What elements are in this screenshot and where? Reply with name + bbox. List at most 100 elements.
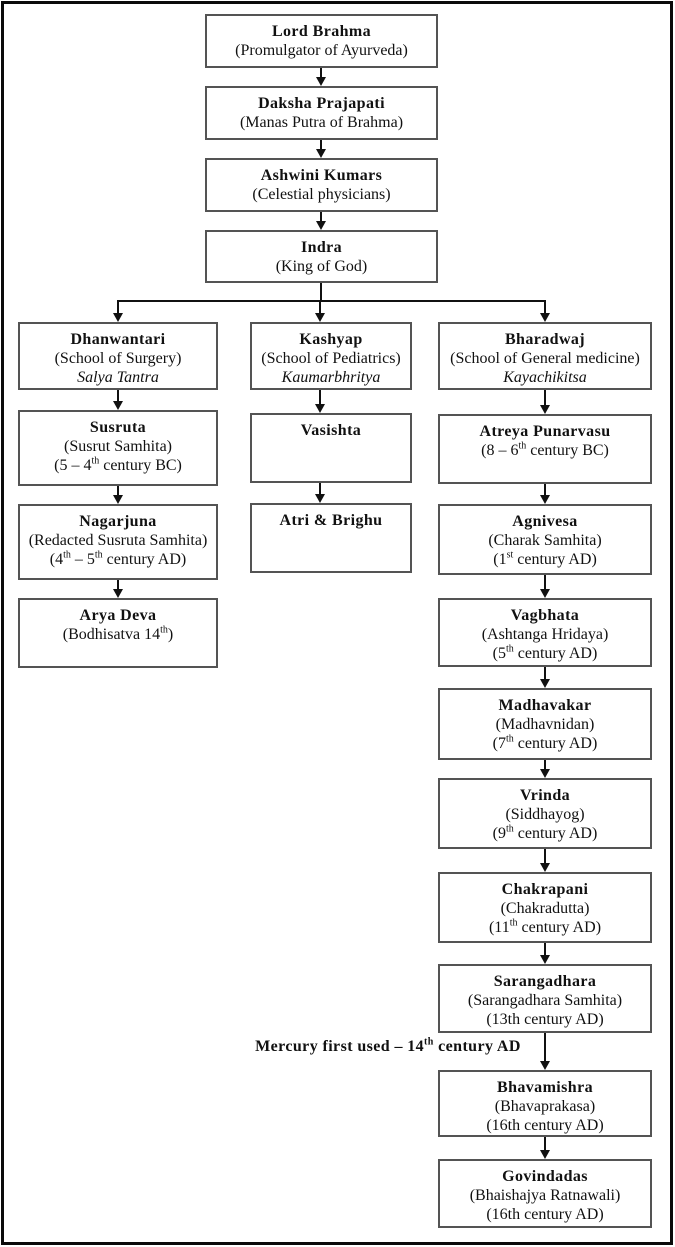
node-vrinda: Vrinda (Siddhayog)(9th century AD) <box>438 778 652 849</box>
node-text-line: Atreya Punarvasu <box>479 423 611 440</box>
arrow-down-icon <box>540 849 550 872</box>
node-text-line: Chakrapani <box>501 881 589 898</box>
node-text-line: (Madhavnidan) <box>495 716 595 733</box>
arrow-down-icon <box>540 760 550 778</box>
node-govindadas: Govindadas (Bhaishajya Ratnawali) (16th ce… <box>438 1159 652 1228</box>
arrow-stem <box>544 760 546 770</box>
node-text-line: Salya Tantra <box>77 369 159 386</box>
node-sarangadhara: Sarangadhara(Sarangadhara Samhita)(13th … <box>438 964 652 1033</box>
arrow-down-icon <box>540 1137 550 1159</box>
node-vagbhata: Vagbhata(Ashtanga Hridaya)(5th century A… <box>438 598 652 667</box>
node-text-line: (Siddhayog) <box>505 806 585 823</box>
arrow-down-icon <box>540 667 550 688</box>
node-text-line: (9th century AD) <box>492 823 598 842</box>
arrow-down-icon <box>316 140 326 158</box>
node-text-line: (School of General medicine) <box>450 350 640 367</box>
node-text-line: (16th century AD) <box>486 1206 604 1223</box>
node-text-line: Daksha Prajapati <box>258 95 385 112</box>
node-text-line: (5th century AD) <box>492 643 598 662</box>
node-bhavamishra: Bhavamishra (Bhavaprakasa) (16th century A… <box>438 1070 652 1137</box>
arrow-stem <box>117 580 119 590</box>
arrow-stem <box>544 1137 546 1151</box>
arrow-stem <box>544 667 546 680</box>
node-text-line: Sarangadhara <box>493 973 597 990</box>
arrow-down-icon <box>540 1033 550 1070</box>
node-text-line: (School of Pediatrics) <box>261 350 401 367</box>
node-dhanwantari: Dhanwantari(School of Surgery)Salya Tant… <box>18 322 218 390</box>
arrow-down-icon <box>315 390 325 413</box>
arrow-stem <box>117 302 119 314</box>
arrow-down-icon <box>540 302 550 322</box>
node-atreya-punarvasu: Atreya Punarvasu(8 – 6th century BC) <box>438 414 652 484</box>
arrow-head <box>540 679 550 688</box>
node-text-line: Bharadwaj <box>504 331 586 348</box>
arrow-head <box>113 313 123 322</box>
node-susruta: Susruta(Susrut Samhita)(5 – 4th century … <box>18 410 218 486</box>
arrow-head <box>315 313 325 322</box>
node-text-line: (4th – 5th century AD) <box>49 549 187 568</box>
node-text-line: (Bhavaprakasa) <box>494 1098 596 1115</box>
arrow-down-icon <box>540 390 550 414</box>
arrow-down-icon <box>315 483 325 503</box>
node-text-line: Kashyap <box>299 331 363 348</box>
node-text-line: Govindadas <box>502 1168 588 1185</box>
node-indra: Indra(King of God) <box>205 230 438 283</box>
arrow-down-icon <box>113 486 123 504</box>
node-text-line: (Charak Samhita) <box>488 532 602 549</box>
node-ashwini-kumars: Ashwini Kumars(Celestial physicians) <box>205 158 438 212</box>
arrow-stem <box>544 943 546 956</box>
node-text-line: Bhavamishra <box>497 1079 593 1096</box>
arrow-head <box>113 495 123 504</box>
node-text-line: (1st century AD) <box>493 549 597 568</box>
arrow-head <box>113 401 123 410</box>
arrow-stem <box>319 302 321 314</box>
node-text-line: (16th century AD) <box>486 1117 604 1134</box>
arrow-down-icon <box>113 580 123 598</box>
node-text-line: Atri & Brighu <box>279 512 383 529</box>
arrow-down-icon <box>540 943 550 964</box>
node-text-line: Kayachikitsa <box>503 369 587 386</box>
branch-horizontal-line <box>117 300 546 302</box>
node-text-line: (Bodhisatva 14th) <box>62 624 174 643</box>
node-nagarjuna: Nagarjuna (Redacted Susruta Samhita)(4th … <box>18 504 218 580</box>
node-text-line: (Promulgator of Ayurveda) <box>235 42 408 59</box>
arrow-stem <box>544 302 546 314</box>
arrow-down-icon <box>540 575 550 598</box>
node-text-line: Vasishta <box>300 422 362 439</box>
arrow-head <box>540 405 550 414</box>
arrow-down-icon <box>315 302 325 322</box>
arrow-head <box>540 313 550 322</box>
node-text-line: (5 – 4th century BC) <box>54 455 182 474</box>
arrow-stem <box>319 483 321 495</box>
node-text-line: Mercury first used – 14th century AD <box>255 1036 521 1055</box>
node-text-line: (King of God) <box>275 258 368 275</box>
node-text-line: Nagarjuna <box>79 513 157 530</box>
arrow-down-icon <box>113 302 123 322</box>
node-text-line: (Ashtanga Hridaya) <box>481 626 609 643</box>
arrow-head <box>540 769 550 778</box>
node-text-line: (8 – 6th century BC) <box>481 440 609 459</box>
node-text-line: Vrinda <box>519 787 571 804</box>
arrow-stem <box>544 390 546 406</box>
arrow-stem <box>320 68 322 78</box>
arrow-head <box>540 1061 550 1070</box>
arrow-stem <box>117 390 119 402</box>
node-atri-brighu: Atri & Brighu <box>250 503 412 573</box>
arrow-head <box>316 149 326 158</box>
arrow-stem <box>320 212 322 222</box>
arrow-head <box>316 77 326 86</box>
node-daksha-prajapati: Daksha Prajapati (Manas Putra of Brahma) <box>205 86 438 140</box>
arrow-head <box>315 494 325 503</box>
node-text-line: (Chakradutta) <box>500 900 590 917</box>
arrow-head <box>540 589 550 598</box>
node-text-line: (Manas Putra of Brahma) <box>239 114 404 131</box>
node-text-line: (Redacted Susruta Samhita) <box>28 532 208 549</box>
arrow-stem <box>320 140 322 150</box>
node-text-line: Madhavakar <box>498 697 592 714</box>
arrow-head <box>540 863 550 872</box>
node-agnivesa: Agnivesa(Charak Samhita)(1st century AD) <box>438 504 652 575</box>
node-text-line: (Bhaishajya Ratnawali) <box>469 1187 621 1204</box>
arrow-stem <box>544 484 546 496</box>
arrow-head <box>113 589 123 598</box>
node-kashyap: Kashyap(School of Pediatrics)Kaumarbhrit… <box>250 322 412 390</box>
